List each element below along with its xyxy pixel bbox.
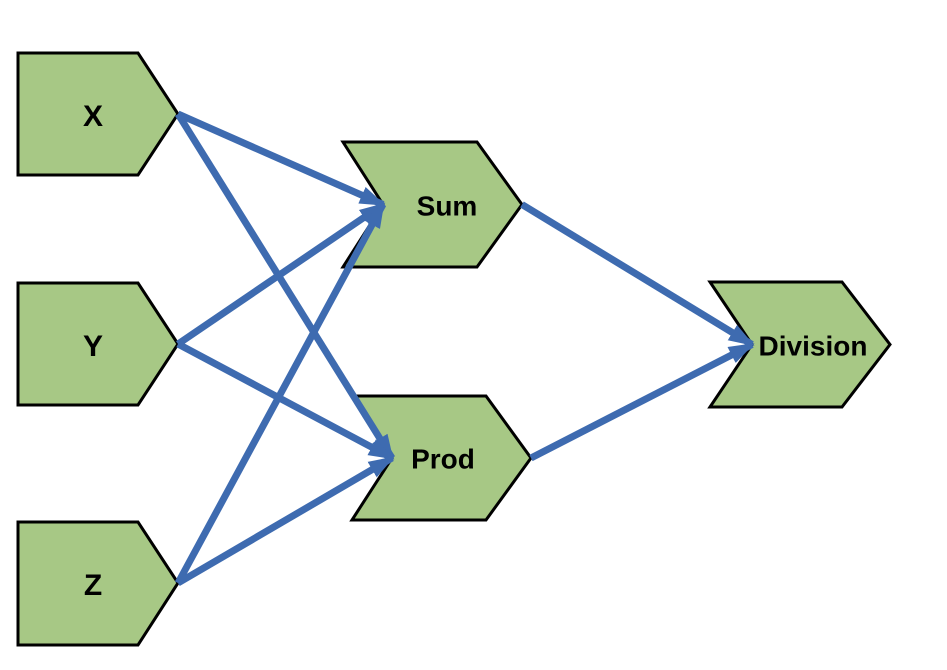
edge-sum-division bbox=[520, 201, 755, 348]
edge-x-prod bbox=[175, 112, 395, 461]
node-y-label: Y bbox=[83, 330, 103, 363]
edge-y-sum bbox=[176, 201, 386, 347]
node-x bbox=[16, 51, 180, 177]
node-z bbox=[16, 520, 180, 647]
edge-y-prod bbox=[176, 340, 395, 462]
node-prod-label: Prod bbox=[411, 443, 475, 474]
node-division-label: Division bbox=[759, 330, 868, 361]
node-x-label: X bbox=[83, 100, 103, 133]
node-y-shape bbox=[16, 281, 180, 407]
node-sum-label: Sum bbox=[417, 190, 478, 221]
node-x-shape bbox=[16, 51, 180, 177]
edge-z-prod bbox=[176, 454, 395, 587]
edge-x-sum bbox=[176, 110, 386, 208]
node-y bbox=[16, 281, 180, 407]
node-z-shape bbox=[16, 520, 180, 647]
edge-prod-division bbox=[529, 341, 755, 462]
edge-z-sum bbox=[174, 201, 387, 585]
node-z-label: Z bbox=[84, 569, 102, 602]
